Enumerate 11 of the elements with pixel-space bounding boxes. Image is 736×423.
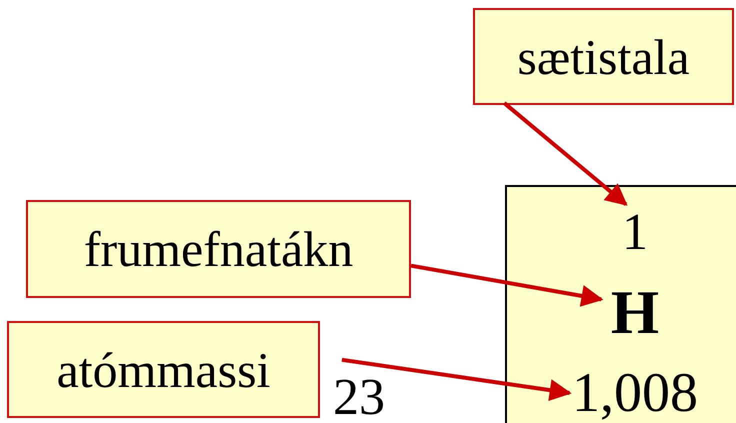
callout-label: sætistala [473,8,734,105]
arrow [342,358,572,402]
element-symbol: H [610,282,660,344]
atomic-number: 1 [622,207,648,259]
arrow [503,102,628,206]
callout-label: atómmassi [7,321,320,418]
element-cell [505,185,736,423]
callout-label: frumefnatákn [26,200,411,298]
arrow [410,264,604,307]
atomic-mass: 1,008 [572,365,698,421]
number-label: 23 [333,372,385,423]
